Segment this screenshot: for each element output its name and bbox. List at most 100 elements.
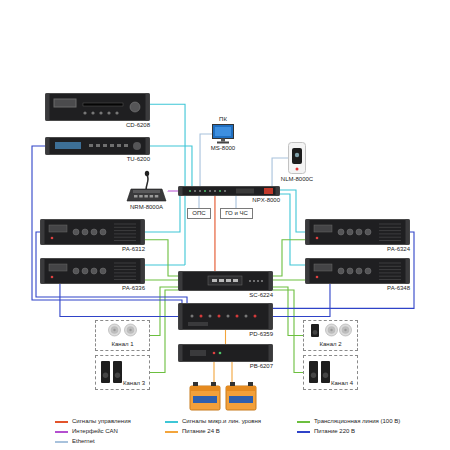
- box-speaker-cone: [103, 373, 108, 378]
- rack-body: [46, 94, 150, 121]
- legend-item: Ethernet: [55, 438, 95, 445]
- battery-body: [190, 386, 220, 410]
- sensor: [295, 153, 299, 157]
- caption-holder: NPX-8000: [252, 196, 280, 204]
- legend-text: Интерфейс CAN: [72, 428, 118, 435]
- device-label: PA-6312: [122, 246, 145, 253]
- amplifier-shape: [305, 219, 410, 245]
- power-led: [316, 276, 319, 279]
- console-top: [133, 190, 160, 193]
- vent: [114, 227, 136, 228]
- battery-charger: PB-6207: [178, 344, 273, 362]
- monitor-stand: [221, 139, 225, 142]
- rack-ear: [269, 345, 273, 362]
- speaker-dust-cap: [129, 329, 131, 331]
- power-distributor-shape: [178, 303, 273, 330]
- signal-wire: [145, 196, 180, 232]
- network-module-shape: [288, 142, 306, 174]
- legend-item: Интерфейс CAN: [55, 428, 118, 435]
- vent: [114, 279, 136, 280]
- led: [214, 190, 216, 192]
- power-led: [219, 352, 222, 355]
- power-distributor: PD-6359: [178, 303, 273, 330]
- caption-holder: CD-6208: [126, 121, 150, 129]
- legend-swatch: [297, 421, 310, 423]
- zone-label: Канал 1: [112, 341, 134, 348]
- battery-band: [193, 396, 217, 403]
- led: [219, 190, 221, 192]
- signal-wire: [280, 194, 305, 265]
- vent: [114, 269, 136, 270]
- device-label: PA-6324: [387, 246, 410, 253]
- speaker-zone: Канал 3: [95, 355, 150, 390]
- signal-wire: [145, 279, 178, 280]
- signal-wire: [273, 279, 305, 280]
- rack-body: [46, 138, 150, 155]
- display-segment: [219, 279, 224, 282]
- battery-band: [229, 396, 253, 403]
- rack-ear: [179, 187, 183, 196]
- paging-console: NRM-8000A: [125, 170, 168, 202]
- rack-ear: [276, 187, 280, 196]
- zone-label: Канал 4: [331, 380, 353, 387]
- caption-holder: NRM-8000A: [130, 202, 163, 211]
- button: [89, 144, 93, 147]
- caption-holder: PA-6336: [122, 284, 145, 292]
- vent: [379, 279, 401, 280]
- signal-wire: [280, 190, 305, 232]
- battery-lid: [226, 386, 256, 391]
- box-speaker: [321, 361, 330, 383]
- button: [110, 144, 114, 147]
- vent: [114, 224, 136, 225]
- knob: [130, 102, 140, 112]
- speaker-cone: [127, 326, 135, 334]
- power-led: [296, 168, 299, 171]
- rack-body: [179, 187, 280, 196]
- led: [209, 190, 211, 192]
- signal-wire: [200, 134, 212, 186]
- legend-swatch: [55, 431, 68, 433]
- battery-terminal: [193, 382, 198, 386]
- battery: [190, 382, 220, 410]
- speaker-selector: SC-6224: [178, 271, 273, 291]
- signal-wire: [273, 290, 303, 373]
- signal-wire: [273, 287, 303, 336]
- signal-wire: [150, 104, 185, 186]
- alarm-input: ОПС: [187, 208, 211, 219]
- vent: [114, 237, 136, 238]
- vent: [114, 263, 136, 264]
- device-label: PA-6348: [387, 285, 410, 292]
- device-label: PD-6359: [249, 331, 273, 338]
- speaker-cone: [328, 326, 336, 334]
- level-knob: [338, 268, 344, 274]
- caption-holder: PA-6348: [387, 284, 410, 292]
- ceiling-speaker: [340, 324, 352, 336]
- box-speaker: [309, 361, 318, 383]
- pc-workstation-shape: [212, 124, 234, 144]
- display-segment: [226, 279, 231, 282]
- signal-wire: [150, 290, 178, 373]
- box-speaker: [311, 324, 319, 337]
- rack-body: [179, 345, 273, 362]
- device-label: ПК: [219, 116, 227, 123]
- amplifier-shape: [40, 219, 145, 245]
- cd-player: CD-6208: [45, 93, 150, 121]
- vent: [379, 240, 401, 241]
- signal-wire: [273, 240, 305, 276]
- display: [236, 189, 254, 194]
- system-controller-shape: [178, 186, 280, 196]
- level-knob: [82, 268, 88, 274]
- signal-wire: [198, 196, 199, 208]
- power-led: [51, 237, 54, 240]
- level-knob: [365, 268, 371, 274]
- display: [49, 264, 67, 271]
- amplifier-shape: [305, 258, 410, 284]
- rack-ear: [179, 272, 183, 291]
- vent: [114, 230, 136, 231]
- rack-ear: [269, 272, 273, 291]
- speaker-cone: [111, 326, 119, 334]
- legend-item: Сигналы управления: [55, 418, 131, 425]
- rack-body: [179, 304, 273, 330]
- amplifier: PA-6324: [305, 219, 410, 245]
